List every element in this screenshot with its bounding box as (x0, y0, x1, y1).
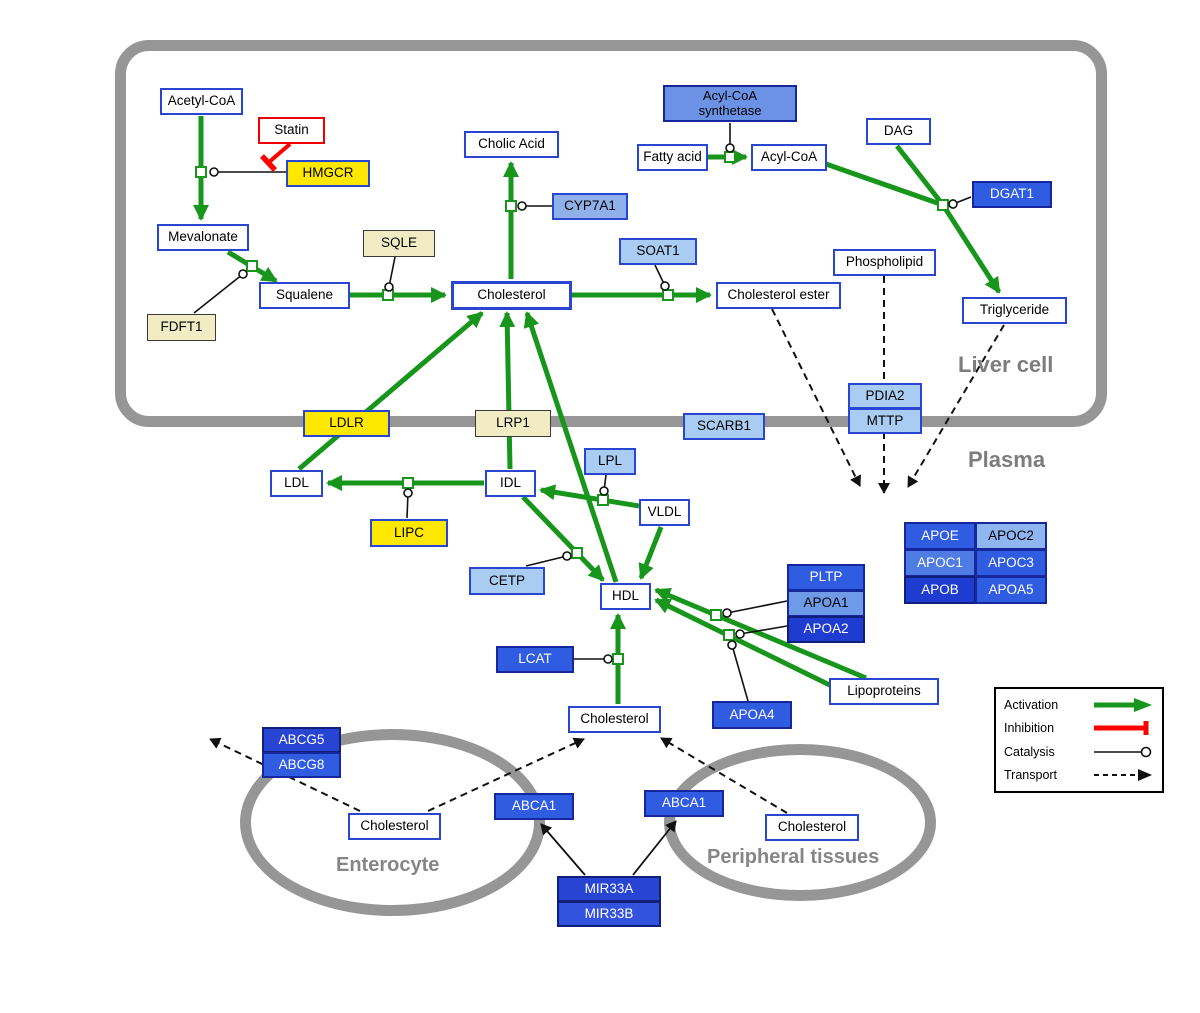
liver-cell-membrane (115, 40, 1107, 427)
node-cholic-acid[interactable]: Cholic Acid (464, 131, 559, 158)
node-label-line2: synthetase (698, 102, 762, 118)
node-cholesterol-peripheral[interactable]: Cholesterol (765, 814, 859, 841)
node-apoc3[interactable]: APOC3 (975, 549, 1047, 577)
node-lipoproteins[interactable]: Lipoproteins (829, 678, 939, 705)
legend-row-activation: Activation (1004, 694, 1154, 716)
node-acyl-coa[interactable]: Acyl-CoA (751, 144, 827, 171)
node-apoa5[interactable]: APOA5 (975, 576, 1047, 604)
node-soat1[interactable]: SOAT1 (619, 238, 697, 265)
node-vldl[interactable]: VLDL (639, 499, 690, 526)
enterocyte-membrane (240, 729, 545, 916)
inhibition-edge (259, 142, 292, 172)
node-apoa4[interactable]: APOA4 (712, 701, 792, 729)
node-phospholipid[interactable]: Phospholipid (833, 249, 936, 276)
node-cyp7a1[interactable]: CYP7A1 (552, 193, 628, 220)
node-apob[interactable]: APOB (904, 576, 976, 604)
activation-arrow-icon (1094, 698, 1152, 712)
node-scarb1[interactable]: SCARB1 (683, 413, 765, 440)
legend-catalysis-label: Catalysis (1004, 744, 1055, 759)
node-hdl[interactable]: HDL (600, 583, 651, 610)
catalysis-circle-icon (1094, 746, 1152, 757)
node-cholesterol-liver[interactable]: Cholesterol (451, 281, 572, 310)
node-lpl[interactable]: LPL (584, 448, 636, 475)
reaction-nodes (195, 151, 949, 665)
legend-activation-label: Activation (1004, 698, 1059, 712)
node-mir33b[interactable]: MIR33B (557, 901, 661, 927)
node-acetyl-coa[interactable]: Acetyl-CoA (160, 88, 243, 115)
node-abcg5[interactable]: ABCG5 (262, 727, 341, 753)
node-abcg8[interactable]: ABCG8 (262, 752, 341, 778)
plasma-label: Plasma (968, 447, 1046, 472)
node-dgat1[interactable]: DGAT1 (972, 181, 1052, 208)
node-cholesterol-enterocyte[interactable]: Cholesterol (348, 813, 441, 840)
node-idl[interactable]: IDL (485, 470, 536, 497)
node-lcat[interactable]: LCAT (496, 646, 574, 673)
node-statin[interactable]: Statin (258, 117, 325, 144)
peripheral-tissues-label: Peripheral tissues (707, 846, 880, 868)
node-mir33a[interactable]: MIR33A (557, 876, 661, 902)
node-sqle[interactable]: SQLE (363, 230, 435, 257)
node-lipc[interactable]: LIPC (370, 519, 448, 547)
node-triglyceride[interactable]: Triglyceride (962, 297, 1067, 324)
node-ldlr[interactable]: LDLR (303, 410, 390, 437)
node-pdia2[interactable]: PDIA2 (848, 383, 922, 409)
legend-transport-label: Transport (1004, 767, 1058, 782)
mir33-arrows (540, 820, 677, 876)
node-apoc1[interactable]: APOC1 (904, 549, 976, 577)
node-mevalonate[interactable]: Mevalonate (157, 224, 249, 251)
node-ldl[interactable]: LDL (270, 470, 323, 497)
legend-row-inhibition: Inhibition (1004, 717, 1154, 739)
node-pltp[interactable]: PLTP (787, 564, 865, 591)
node-apoa2[interactable]: APOA2 (787, 616, 865, 643)
node-acyl-coa-synthetase[interactable]: Acyl-CoA synthetase (663, 85, 797, 122)
legend-row-transport: Transport (1004, 764, 1154, 786)
node-fdft1[interactable]: FDFT1 (147, 314, 216, 341)
node-dag[interactable]: DAG (866, 118, 931, 145)
node-cholesterol-ester[interactable]: Cholesterol ester (716, 282, 841, 309)
enterocyte-label: Enterocyte (336, 854, 440, 876)
node-fatty-acid[interactable]: Fatty acid (637, 144, 708, 171)
node-apoe[interactable]: APOE (904, 522, 976, 550)
node-mttp[interactable]: MTTP (848, 408, 922, 434)
node-abca1-enterocyte[interactable]: ABCA1 (494, 793, 574, 820)
legend: Activation Inhibition Catalysis Transpor… (994, 687, 1164, 793)
node-lrp1[interactable]: LRP1 (475, 410, 551, 437)
node-apoc2[interactable]: APOC2 (975, 522, 1047, 550)
node-squalene[interactable]: Squalene (259, 282, 350, 309)
transport-edges (209, 276, 1005, 814)
node-cholesterol-plasma[interactable]: Cholesterol (568, 706, 661, 733)
node-hmgcr[interactable]: HMGCR (286, 160, 370, 187)
transport-arrow-icon (1094, 768, 1152, 781)
liver-cell-label: Liver cell (958, 352, 1054, 377)
legend-inhibition-label: Inhibition (1004, 721, 1055, 736)
legend-row-catalysis: Catalysis (1004, 741, 1154, 763)
node-abca1-peripheral[interactable]: ABCA1 (644, 790, 724, 817)
node-label-line1: Acyl-CoA (702, 88, 758, 104)
node-cetp[interactable]: CETP (469, 567, 545, 595)
inhibition-tbar-icon (1094, 721, 1149, 736)
catalysis-edges (193, 123, 972, 702)
node-apoa1[interactable]: APOA1 (787, 590, 865, 617)
